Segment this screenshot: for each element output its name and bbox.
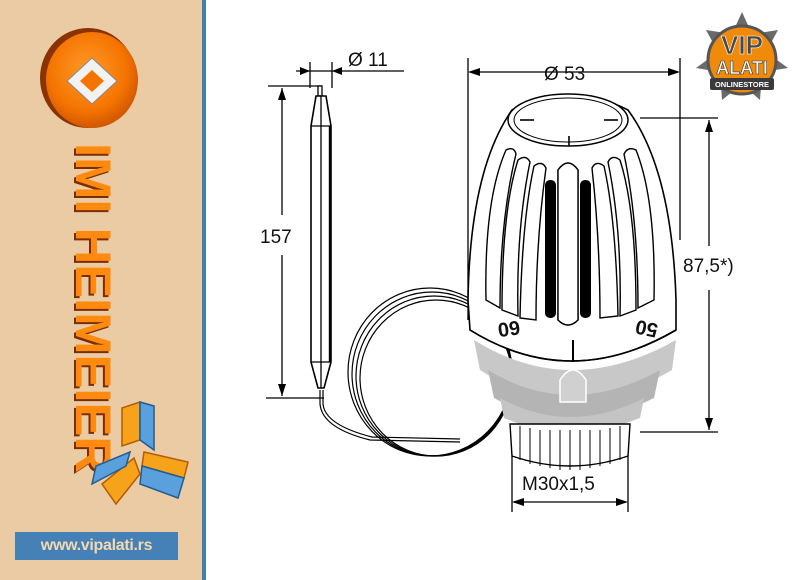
heimeier-logo-icon xyxy=(40,28,138,128)
sensor-diameter-label: Ø 11 xyxy=(348,50,388,71)
sidebar-divider xyxy=(202,0,206,580)
svg-text:50: 50 xyxy=(634,315,660,341)
svg-text:60: 60 xyxy=(496,316,521,341)
head-diameter-label: Ø 53 xyxy=(544,64,586,85)
svg-text:IMI HEIMEIER: IMI HEIMEIER xyxy=(63,145,112,475)
thermostat-technical-drawing: 60 50 xyxy=(266,58,718,512)
thread-size-label: M30x1,5 xyxy=(522,474,595,495)
sensor-length-label: 157 xyxy=(260,227,292,248)
pinwheel-logo-icon xyxy=(90,400,189,506)
head-height-label: 87,5*) xyxy=(683,256,734,277)
svg-text:IMI HEIMEIER: IMI HEIMEIER xyxy=(65,145,112,473)
website-link[interactable]: www.vipalati.rs xyxy=(15,532,178,560)
svg-text:VIP: VIP xyxy=(721,30,763,60)
svg-text:ALATI: ALATI xyxy=(716,58,768,78)
brand-name-vertical: IMI HEIMEIER IMI HEIMEIER xyxy=(63,145,112,475)
brand-sidebar: IMI HEIMEIER IMI HEIMEIER www.vipalati.r… xyxy=(0,0,202,580)
svg-text:ONLINESTORE: ONLINESTORE xyxy=(715,80,769,89)
vip-alati-badge-icon[interactable]: VIP ALATI ONLINESTORE xyxy=(692,10,792,106)
